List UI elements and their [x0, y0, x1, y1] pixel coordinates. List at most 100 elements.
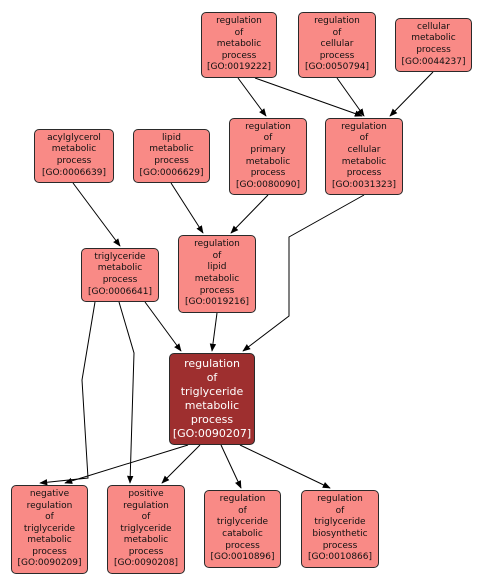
node-label-line: [GO:0010896]: [210, 552, 275, 563]
node-label-line: metabolic: [194, 274, 240, 284]
node-label-line: cellular: [320, 39, 354, 50]
edge-go0006641-go0090209: [39, 301, 96, 486]
node-label-line: of: [263, 133, 273, 144]
node-label-line: primary: [250, 144, 286, 155]
edge-go0044237-go0031323: [389, 71, 434, 117]
node-label-line: process: [250, 168, 286, 179]
node-label-line: lipid: [207, 262, 227, 273]
node-label-line: metabolic: [411, 33, 456, 44]
node-label-line: metabolic: [51, 144, 97, 155]
node-label-line: acylglycerol: [47, 132, 101, 143]
node-label-line: process: [190, 413, 234, 426]
node-label-line: metabolic: [97, 263, 143, 274]
node-label-line: of: [359, 133, 369, 144]
node-label-line: [GO:0006639]: [41, 167, 107, 178]
node-label-line: process: [56, 156, 92, 166]
node-label-line: cellular: [347, 144, 381, 155]
edge-go0080090-go0019216: [230, 194, 269, 234]
node-label-line: [GO:0090209]: [17, 558, 82, 569]
node-label-line: process: [154, 156, 189, 166]
node-label-line: process: [102, 275, 138, 285]
node-label-line: regulation: [314, 16, 360, 27]
node-label-line: [GO:0031323]: [331, 179, 397, 190]
node-label-line: metabolic: [341, 156, 387, 167]
node-label-line: metabolic: [27, 535, 72, 546]
node-label-line: [GO:0019216]: [184, 297, 250, 308]
node-label-line: regulation: [26, 500, 73, 511]
edge-go0006641-go0090208: [118, 301, 135, 484]
node-label-line: of: [332, 27, 342, 38]
node-label-line: regulation: [317, 494, 363, 505]
node-label-line: triglyceride: [314, 517, 366, 528]
node-label-line: regulation: [219, 494, 266, 505]
edge-go0050794-go0031323: [336, 77, 365, 117]
edge-go0019222-go0031323: [254, 77, 363, 117]
edge-group: [39, 71, 434, 489]
edge-go0090207-go0090208: [161, 444, 201, 484]
node-label-line: process: [221, 50, 257, 61]
node-label-line: biosynthetic: [312, 529, 368, 539]
edge-go0090207-go0090209: [64, 444, 189, 484]
node-label-line: of: [335, 505, 345, 516]
node-label-line: process: [128, 546, 164, 557]
node-label-line: [GO:0050794]: [304, 62, 370, 73]
node-label-line: cellular: [417, 21, 450, 32]
edge-go0006629-go0019216: [170, 182, 204, 234]
node-label-line: negative: [29, 488, 70, 499]
edge-go0019222-go0080090: [237, 77, 267, 117]
node-label-line: triglyceride: [94, 251, 146, 262]
node-label-line: [GO:0019222]: [206, 62, 272, 73]
node-label-line: metabolic: [123, 535, 169, 546]
node-label-line: regulation: [194, 239, 240, 250]
node-label-line: metabolic: [245, 156, 291, 167]
node-label-line: lipid: [162, 132, 181, 143]
node-label-line: process: [322, 540, 358, 551]
node-label-line: triglyceride: [120, 523, 172, 534]
node-label-line: [GO:0080090]: [235, 179, 301, 190]
node-label-line: metabolic: [184, 399, 240, 412]
node-label-line: of: [45, 512, 54, 523]
node-label-line: [GO:0090208]: [113, 558, 179, 569]
node-label-line: triglyceride: [23, 523, 76, 534]
node-label-line: catabolic: [222, 529, 263, 539]
node-label-line: of: [212, 250, 222, 261]
node-label-line: regulation: [184, 357, 240, 370]
edge-go0019216-go0090207: [209, 312, 218, 352]
node-label-line: triglyceride: [216, 517, 269, 528]
node-label-line: of: [238, 505, 247, 516]
node-label-line: regulation: [216, 16, 262, 27]
node-label-line: metabolic: [149, 144, 194, 155]
edge-go0090207-go0010866: [239, 444, 331, 489]
node-label-line: of: [141, 512, 151, 523]
node-label-line: [GO:0010866]: [307, 552, 373, 563]
edge-go0006641-go0090207: [144, 301, 182, 352]
node-label-line: process: [319, 50, 355, 61]
node-label-line: process: [199, 285, 235, 296]
node-label-line: process: [416, 45, 451, 55]
node-label-line: [GO:0044237]: [401, 56, 466, 67]
node-label-line: regulation: [341, 121, 387, 132]
edge-go0090207-go0010896: [220, 444, 242, 489]
edge-go0006639-go0006641: [72, 182, 121, 247]
edge-go0031323-go0090207: [242, 194, 365, 352]
node-label-line: process: [32, 546, 67, 557]
node-label-line: regulation: [245, 121, 291, 132]
node-label-line: [GO:0006629]: [139, 167, 204, 178]
node-label-line: of: [234, 27, 244, 38]
